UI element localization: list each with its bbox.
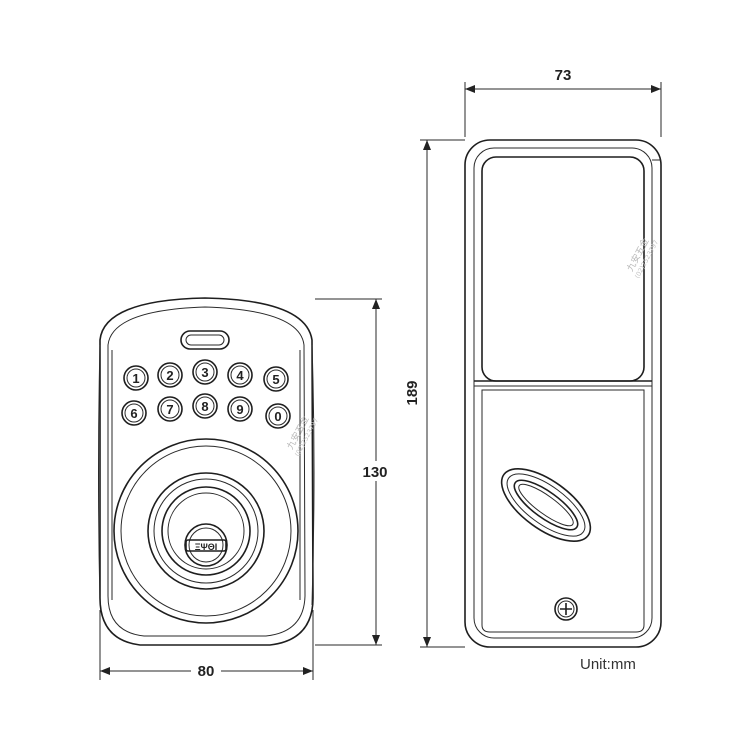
front-left-strip bbox=[98, 344, 101, 606]
cylinder-keyway-label: ΞΨΘΙ bbox=[195, 542, 218, 552]
key-6[interactable]: 6 bbox=[121, 400, 147, 426]
key-label: 8 bbox=[201, 399, 208, 414]
key-label: 0 bbox=[274, 409, 281, 424]
side-inner-body bbox=[473, 147, 653, 639]
side-view bbox=[464, 139, 662, 648]
key-label: 1 bbox=[132, 371, 139, 386]
indicator-slot-inner bbox=[185, 334, 225, 346]
key-label: 7 bbox=[166, 402, 173, 417]
key-cylinder[interactable]: ΞΨΘΙ bbox=[184, 523, 228, 567]
key-label: 5 bbox=[272, 372, 279, 387]
key-label: 6 bbox=[130, 406, 137, 421]
front-view: 1 2 3 4 5 6 bbox=[98, 297, 315, 646]
lower-panel bbox=[481, 389, 645, 633]
front-width-dimension: 80 bbox=[99, 610, 314, 681]
key-7[interactable]: 7 bbox=[157, 396, 183, 422]
unit-label: Unit:mm bbox=[580, 656, 636, 673]
battery-cover bbox=[481, 156, 645, 382]
key-label: 3 bbox=[201, 365, 208, 380]
key-0[interactable]: 0 bbox=[265, 403, 291, 429]
keypad-row-2: 6 7 8 9 0 bbox=[121, 393, 291, 429]
key-2[interactable]: 2 bbox=[157, 362, 183, 388]
thumb-turn[interactable] bbox=[490, 455, 602, 555]
key-8[interactable]: 8 bbox=[192, 393, 218, 419]
front-right-strip bbox=[311, 344, 315, 606]
indicator-slot bbox=[180, 330, 230, 350]
front-inner-body bbox=[107, 306, 306, 637]
mounting-screw bbox=[554, 597, 578, 621]
deadbolt-rose bbox=[113, 438, 299, 624]
side-height-label: 189 bbox=[404, 380, 421, 405]
key-3[interactable]: 3 bbox=[192, 359, 218, 385]
key-label: 4 bbox=[236, 368, 244, 383]
key-1[interactable]: 1 bbox=[123, 365, 149, 391]
keypad-row-1: 1 2 3 4 5 bbox=[123, 359, 289, 392]
side-outer-body bbox=[464, 139, 662, 648]
key-5[interactable]: 5 bbox=[263, 366, 289, 392]
key-label: 2 bbox=[166, 368, 173, 383]
front-watermark: 九安五金 (02)2523797 bbox=[284, 414, 320, 458]
side-width-label: 73 bbox=[555, 67, 572, 84]
front-height-label: 130 bbox=[362, 464, 387, 481]
front-width-label: 80 bbox=[198, 663, 215, 680]
key-9[interactable]: 9 bbox=[227, 396, 253, 422]
key-4[interactable]: 4 bbox=[227, 362, 253, 388]
side-width-dimension: 73 bbox=[464, 67, 662, 137]
key-label: 9 bbox=[236, 402, 243, 417]
front-height-dimension: 130 bbox=[315, 298, 393, 646]
front-outer-body bbox=[99, 297, 314, 646]
side-watermark: 九安五金 (02)2523797 bbox=[624, 236, 660, 280]
side-height-dimension: 189 bbox=[404, 139, 465, 648]
